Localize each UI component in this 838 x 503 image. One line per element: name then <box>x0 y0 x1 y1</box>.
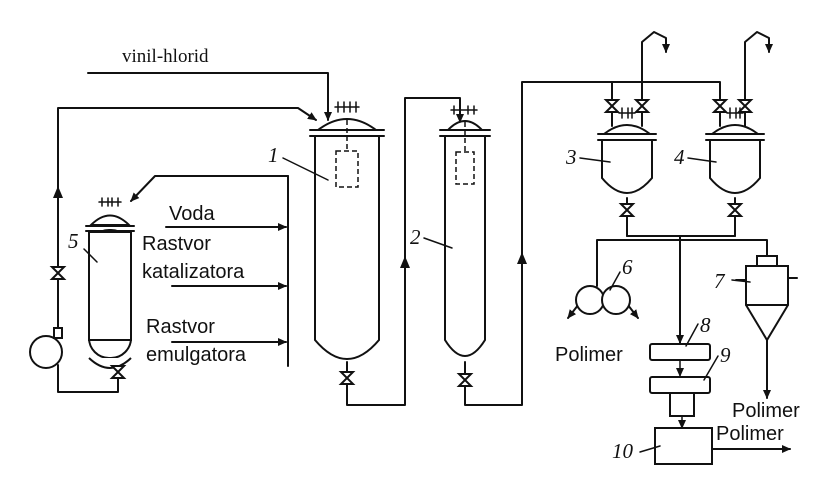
leader-line <box>282 157 329 181</box>
valve-icon <box>711 99 729 113</box>
polymer-label-right-1: Polimer <box>732 400 800 422</box>
spray-dryer-7 <box>735 255 798 342</box>
vessel4-vent-line <box>744 31 773 127</box>
leader-line <box>423 237 453 249</box>
catalyst-label-line2: katalizatora <box>142 261 245 283</box>
drum-dryer-6 <box>575 285 631 315</box>
valve-icon <box>49 266 67 280</box>
valve-icon <box>456 373 474 387</box>
number-9: 9 <box>720 343 731 367</box>
leader-line <box>639 445 661 453</box>
polymerization-reactor-2 <box>439 105 491 357</box>
catalyst-vessel-5 <box>85 197 135 369</box>
agitator-icon <box>726 107 744 119</box>
valve-icon <box>109 365 127 379</box>
catalyst-label-line1: Rastvor <box>142 233 211 255</box>
vinyl-chloride-label: vinil-hlorid <box>122 46 209 67</box>
flow-arrow <box>53 186 63 198</box>
vessel4-feed-line <box>641 81 721 127</box>
polymerization-reactor-1 <box>309 101 385 360</box>
number-1: 1 <box>268 143 279 167</box>
leader-line <box>687 157 717 163</box>
number-5: 5 <box>68 229 79 253</box>
vinyl-chloride-feed-line <box>87 72 332 121</box>
valve-icon <box>603 99 621 113</box>
pump <box>29 335 63 369</box>
leader-line <box>685 323 699 347</box>
catalyst-vessel-feed-line <box>130 175 289 202</box>
packing-unit-10 <box>654 427 713 465</box>
valve-icon <box>726 203 744 217</box>
flow-arrow <box>517 252 527 264</box>
polymer-label-right-2: Polimer <box>716 423 784 445</box>
number-8: 8 <box>700 313 711 337</box>
vessel3-vent-line <box>641 31 670 83</box>
number-4: 4 <box>674 145 685 169</box>
dryer-9 <box>649 376 711 417</box>
water-label: Voda <box>169 203 215 225</box>
distribution-line <box>596 239 768 287</box>
valve-icon <box>618 203 636 217</box>
pump-outlet <box>53 327 63 339</box>
leader-line <box>609 271 621 291</box>
leader-line <box>703 355 719 381</box>
polymer-label-left: Polimer <box>555 344 623 366</box>
pump-discharge-line <box>57 107 317 331</box>
flow-arrow <box>400 256 410 268</box>
reactor-transfer-line <box>346 97 464 406</box>
number-7: 7 <box>714 269 726 293</box>
agitator-icon <box>618 107 636 119</box>
degassing-vessel-3 <box>597 124 657 194</box>
leader-line <box>579 157 611 163</box>
emulsifier-label-line1: Rastvor <box>146 316 215 338</box>
number-2: 2 <box>410 225 421 249</box>
valve-icon <box>633 99 651 113</box>
reactor2-discharge-line <box>464 81 643 406</box>
emulsifier-label-line2: emulgatora <box>146 344 247 366</box>
leader-line <box>731 279 751 283</box>
degassing-vessel-4 <box>705 124 765 194</box>
pump-suction-line <box>57 364 119 393</box>
leader-line <box>83 248 98 263</box>
number-10: 10 <box>612 439 634 463</box>
valve-icon <box>736 99 754 113</box>
filter-8 <box>649 343 711 361</box>
valve-icon <box>338 371 356 385</box>
number-3: 3 <box>565 145 577 169</box>
number-6: 6 <box>622 255 633 279</box>
